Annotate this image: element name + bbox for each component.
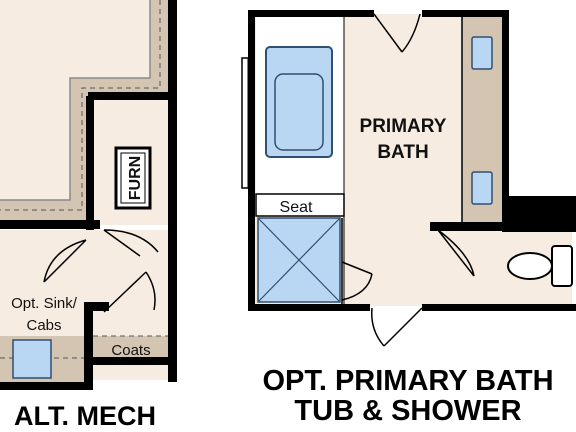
shower-seat	[255, 193, 345, 217]
bath-bottom-wall-right	[422, 304, 576, 311]
alt-mech-caption: ALT. MECH	[14, 401, 156, 431]
vanity-sink-bottom	[471, 171, 493, 205]
coats-bottom-wall	[93, 357, 177, 365]
vanity-sink-top	[471, 36, 493, 70]
sink-label-line2: Cabs	[26, 317, 61, 334]
bath-right-wall	[502, 10, 509, 200]
left-door-swing	[43, 239, 87, 283]
alt-mech-plan: FURN Opt. Sink/ Cabs Coats ALT. MECH	[0, 0, 177, 431]
lower-left-wall	[84, 302, 93, 386]
right-door-swing	[103, 271, 156, 313]
toilet-room-upper-wall	[502, 196, 576, 232]
entry-door-top-swing	[373, 13, 421, 53]
seat-label: Seat	[280, 199, 313, 216]
primary-bath-caption-line2: TUB & SHOWER	[294, 395, 521, 427]
left-plan-right-wall	[168, 0, 177, 382]
bathtub-basin	[274, 73, 324, 151]
primary-bath-plan: Seat PRIMARY BATH OPT. PRIMARY BATH TUB …	[241, 10, 576, 427]
primary-bath-caption-line1: OPT. PRIMARY BATH	[262, 365, 553, 397]
bath-top-wall-right	[422, 10, 508, 17]
upper-room-edge	[0, 0, 151, 201]
toilet-door-swing	[437, 229, 475, 277]
furnace-label: FURN	[127, 156, 144, 200]
bottom-wall	[0, 382, 93, 390]
toilet-bowl	[507, 252, 553, 280]
bath-bottom-wall-left	[248, 304, 370, 311]
furnace-unit-inner	[120, 152, 146, 204]
toilet-room-top-wall	[430, 222, 504, 231]
lower-mid-wall	[93, 302, 109, 311]
bath-left-wall	[248, 10, 255, 310]
shower-drain-lines	[257, 217, 341, 303]
furnace-closet-walls	[86, 92, 172, 230]
primary-bath-label-line2: BATH	[377, 142, 428, 163]
coats-label: Coats	[111, 342, 150, 359]
bath-top-wall-left	[248, 10, 374, 17]
sink-label-line1: Opt. Sink/	[11, 295, 78, 312]
primary-bath-label-line1: PRIMARY	[360, 116, 447, 137]
furnace-unit	[114, 146, 152, 210]
counter-dashed-edge	[0, 0, 161, 211]
entry-door-bottom-swing	[371, 307, 423, 347]
shower-door-swing	[341, 261, 373, 301]
mid-wall	[0, 220, 100, 229]
sink-basin	[12, 339, 52, 379]
stepped-counter	[0, 0, 170, 222]
closet-door-swing	[103, 229, 159, 257]
coats-shelf	[93, 336, 168, 357]
toilet-tank	[551, 245, 573, 287]
